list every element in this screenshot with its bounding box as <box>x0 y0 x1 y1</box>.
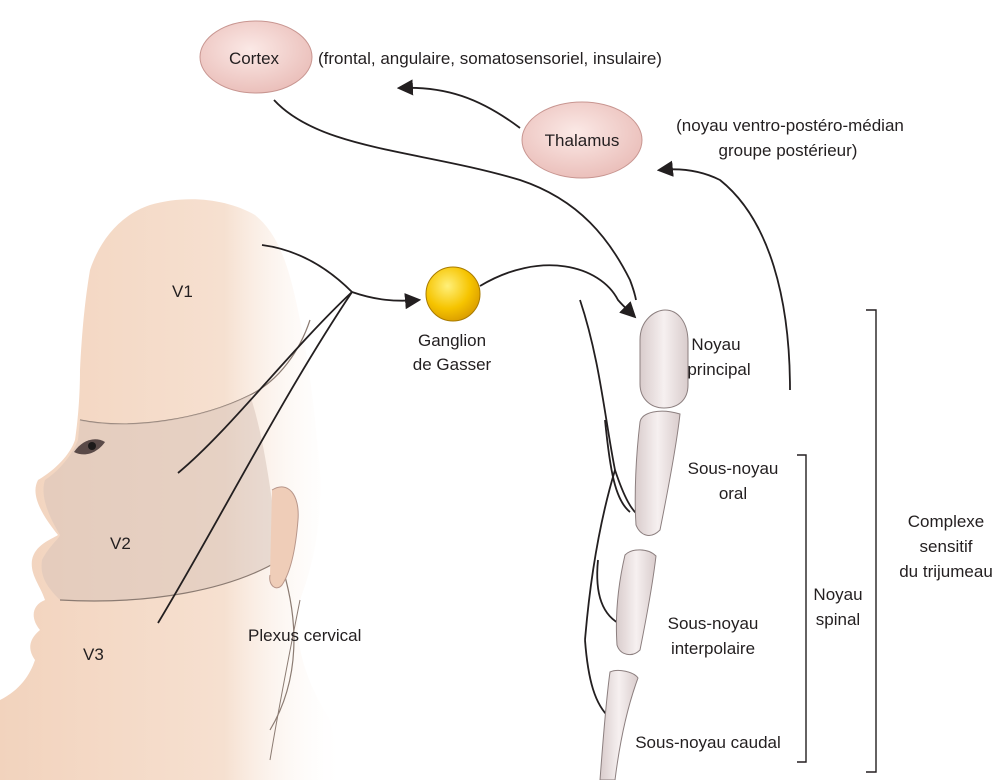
sous-noyau-interpolaire-label-line2: interpolaire <box>671 639 755 658</box>
plexus-cervical-label: Plexus cervical <box>248 626 361 645</box>
sous-noyau-interpolaire-shape <box>616 550 656 655</box>
central-fibers <box>480 265 638 718</box>
complexe-label-line3: du trijumeau <box>899 562 993 581</box>
complexe-label-line2: sensitif <box>920 537 973 556</box>
thalamus-detail-line2: groupe postérieur) <box>719 141 858 160</box>
thalamus-to-cortex-arrow <box>400 88 520 128</box>
complexe-bracket <box>866 310 876 772</box>
v1-label: V1 <box>172 282 193 301</box>
ganglion-label-line1: Ganglion <box>418 331 486 350</box>
thalamus-label: Thalamus <box>545 131 620 150</box>
ganglion-to-principal <box>480 265 634 316</box>
ganglion-de-gasser <box>426 267 480 321</box>
trunk-to-ganglion <box>352 292 418 301</box>
sous-noyau-oral-label-line2: oral <box>719 484 747 503</box>
complexe-label-line1: Complexe <box>908 512 985 531</box>
ganglion-label-line2: de Gasser <box>413 355 492 374</box>
noyau-spinal-label-line2: spinal <box>816 610 860 629</box>
noyau-principal-label-line1: Noyau <box>691 335 740 354</box>
noyau-principal-shape <box>640 310 688 408</box>
cortex-label: Cortex <box>229 49 280 68</box>
sous-noyau-caudal-label: Sous-noyau caudal <box>635 733 781 752</box>
sous-noyau-oral-label-line1: Sous-noyau <box>688 459 779 478</box>
noyau-spinal-label-line1: Noyau <box>813 585 862 604</box>
eye-pupil <box>88 442 96 450</box>
cortex-detail: (frontal, angulaire, somatosensoriel, in… <box>318 49 662 68</box>
thalamus-detail-line1: (noyau ventro-postéro-médian <box>676 116 904 135</box>
v2-label: V2 <box>110 534 131 553</box>
spinal-descending <box>585 470 615 640</box>
trigeminal-nuclei-column <box>600 310 688 780</box>
v3-label: V3 <box>83 645 104 664</box>
sous-noyau-oral-shape <box>635 411 680 535</box>
noyau-spinal-bracket <box>797 455 806 762</box>
noyau-principal-label-line2: principal <box>687 360 750 379</box>
descending-tract <box>580 300 638 515</box>
sous-noyau-interpolaire-label-line1: Sous-noyau <box>668 614 759 633</box>
sous-noyau-caudal-shape <box>600 670 638 780</box>
